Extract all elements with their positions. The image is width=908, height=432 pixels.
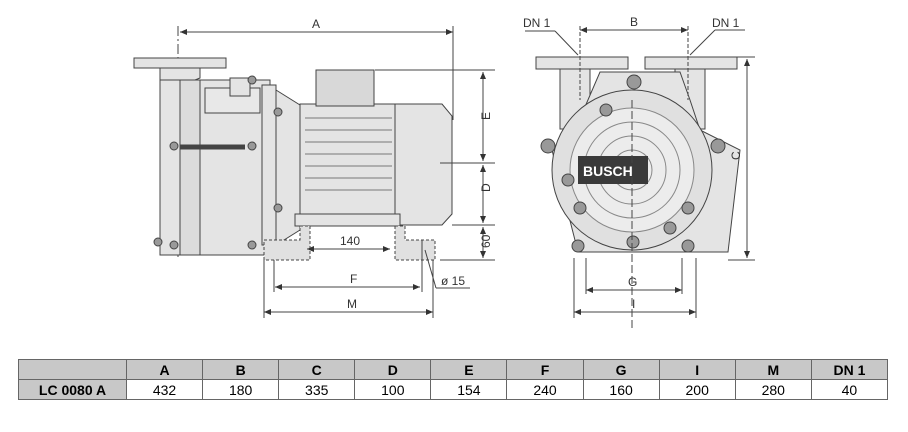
svg-text:140: 140 [340,234,360,248]
svg-text:M: M [347,297,357,311]
svg-text:E: E [479,112,493,120]
table-cell: 40 [810,379,889,400]
table-cell: 100 [354,379,432,400]
svg-text:60: 60 [479,234,493,248]
front-view [525,26,755,330]
table-cell: 335 [278,379,356,400]
dimension-table: A B C D E F G I M DN 1 LC 0080 A 432 180… [18,359,889,400]
svg-text:F: F [350,272,357,286]
busch-logo: BUSCH [583,163,633,179]
table-header: A [125,359,204,380]
side-view [133,26,495,318]
side-view-labels: A E D 60 140 F M ø 15 [312,17,493,311]
svg-text:C: C [729,151,743,160]
table-row: LC 0080 A 432 180 335 100 154 240 160 20… [18,379,889,400]
technical-drawing: A E D 60 140 F M ø 15 [133,15,755,330]
table-cell: 240 [506,379,584,400]
table-header [18,359,127,380]
svg-text:ø 15: ø 15 [441,274,465,288]
table-header: G [582,359,660,380]
table-header-row: A B C D E F G I M DN 1 [18,359,889,380]
table-header: DN 1 [810,359,889,380]
table-header: C [278,359,356,380]
svg-text:DN 1: DN 1 [712,16,740,30]
table-header: M [734,359,812,380]
table-header: E [430,359,508,380]
svg-text:B: B [630,15,638,29]
table-cell: 280 [734,379,812,400]
table-cell: 180 [202,379,280,400]
front-view-labels: DN 1 B DN 1 C G I BUSCH [523,15,743,311]
svg-text:D: D [479,183,493,192]
table-cell: 154 [430,379,508,400]
table-header: I [658,359,736,380]
svg-text:G: G [628,275,637,289]
table-cell: 200 [658,379,736,400]
table-header: B [202,359,280,380]
svg-text:DN 1: DN 1 [523,16,551,30]
model-name: LC 0080 A [18,379,127,400]
table-cell: 432 [125,379,204,400]
svg-text:A: A [312,17,320,31]
svg-text:I: I [632,297,635,311]
table-cell: 160 [582,379,660,400]
table-header: D [354,359,432,380]
table-header: F [506,359,584,380]
